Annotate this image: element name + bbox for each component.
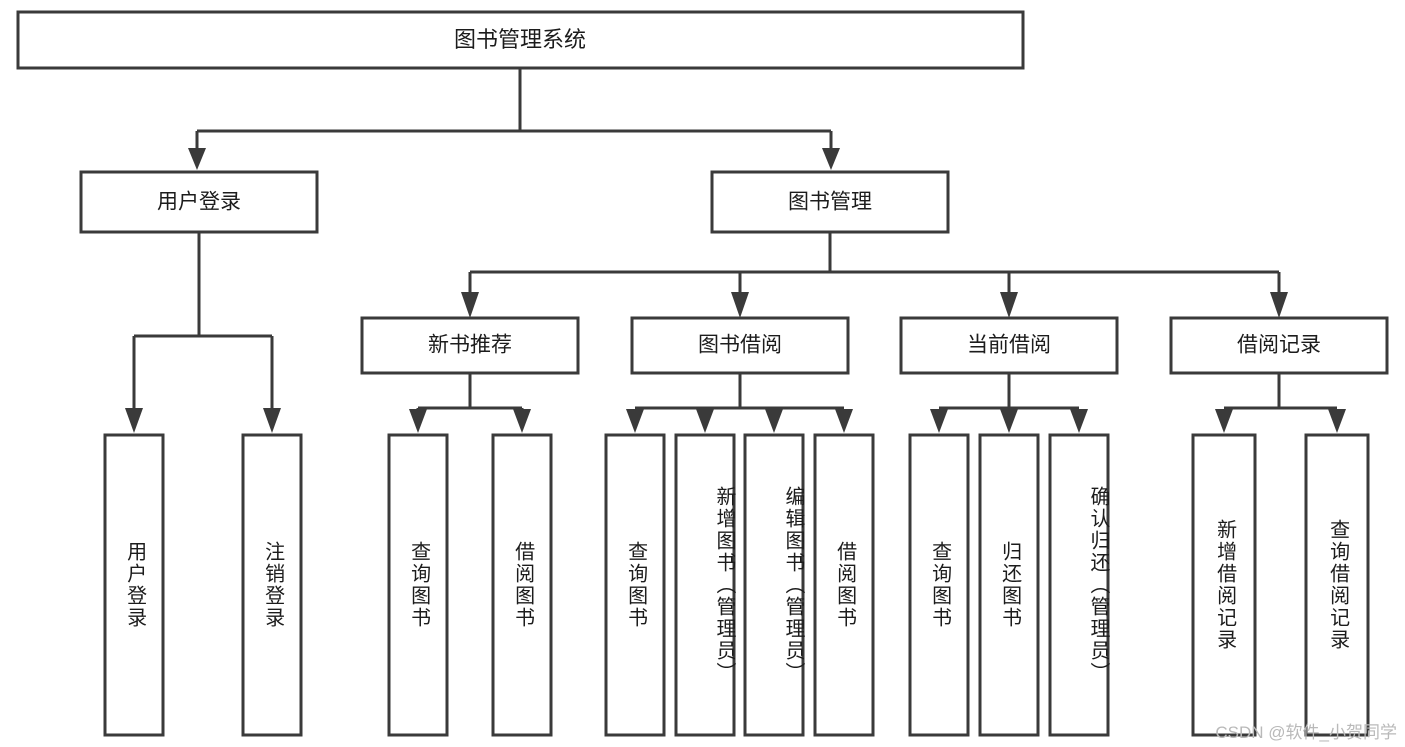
leaf-box-book-borrow-3[interactable]	[813, 433, 875, 737]
arrow-head-current-borrow-3	[1070, 409, 1088, 433]
arrow-head-level3-3	[1000, 292, 1018, 318]
leaf-box-current-borrow-2[interactable]	[1048, 433, 1110, 737]
leaf-box-borrow-record-0[interactable]	[1191, 433, 1257, 737]
leaf-box-new-book-1[interactable]	[491, 433, 553, 737]
node-borrow-record[interactable]: 借阅记录	[1169, 316, 1389, 375]
arrow-head-new-book-1	[409, 409, 427, 433]
node-new-book-recommend-label: 新书推荐	[428, 334, 512, 357]
node-book-borrow[interactable]: 图书借阅	[630, 316, 850, 375]
node-root-box	[16, 10, 1025, 70]
arrow-head-level3-4	[1270, 292, 1288, 318]
node-root[interactable]: 图书管理系统	[16, 10, 1025, 70]
node-current-borrow-label: 当前借阅	[967, 334, 1051, 357]
arrow-head-user-login-2	[263, 408, 281, 433]
arrow-head-level3-2	[731, 292, 749, 318]
arrow-head-book-borrow-3	[765, 409, 783, 433]
arrow-head-book-borrow-4	[835, 409, 853, 433]
node-new-book-recommend[interactable]: 新书推荐	[360, 316, 580, 375]
arrow-head-new-book-2	[513, 409, 531, 433]
leaf-box-book-borrow-0[interactable]	[604, 433, 666, 737]
arrow-head-borrow-record-2	[1328, 409, 1346, 433]
node-book-management-box	[710, 170, 950, 234]
arrow-head-level3-1	[461, 292, 479, 318]
arrow-head-book-borrow-1	[626, 409, 644, 433]
node-book-borrow-label: 图书借阅	[698, 334, 782, 357]
leaf-box-current-borrow-1[interactable]	[978, 433, 1040, 737]
csdn-watermark: CSDN @软件_小贺同学	[1215, 723, 1397, 742]
leaf-box-borrow-record-1[interactable]	[1304, 433, 1370, 737]
arrow-head-current-borrow-2	[1000, 409, 1018, 433]
arrow-head-level2-2	[822, 148, 840, 170]
node-new-book-recommend-box	[360, 316, 580, 375]
node-book-management-label: 图书管理	[788, 191, 872, 214]
node-current-borrow-box	[899, 316, 1119, 375]
leaf-box-user-login-1[interactable]	[241, 433, 303, 737]
leaf-box-new-book-0[interactable]	[387, 433, 449, 737]
node-book-management[interactable]: 图书管理	[710, 170, 950, 234]
node-book-borrow-box	[630, 316, 850, 375]
leaf-box-user-login-0[interactable]	[103, 433, 165, 737]
node-user-login[interactable]: 用户登录	[79, 170, 319, 234]
arrow-head-current-borrow-1	[930, 409, 948, 433]
leaf-box-book-borrow-2[interactable]	[743, 433, 805, 737]
node-borrow-record-box	[1169, 316, 1389, 375]
node-root-label: 图书管理系统	[454, 27, 586, 52]
arrow-head-user-login-1	[125, 408, 143, 433]
arrow-head-book-borrow-2	[696, 409, 714, 433]
arrow-head-level2-1	[188, 148, 206, 170]
leaf-box-current-borrow-0[interactable]	[908, 433, 970, 737]
node-current-borrow[interactable]: 当前借阅	[899, 316, 1119, 375]
arrow-head-borrow-record-1	[1215, 409, 1233, 433]
leaf-box-book-borrow-1[interactable]	[674, 433, 736, 737]
node-user-login-label: 用户登录	[157, 191, 241, 214]
node-borrow-record-label: 借阅记录	[1237, 334, 1321, 357]
